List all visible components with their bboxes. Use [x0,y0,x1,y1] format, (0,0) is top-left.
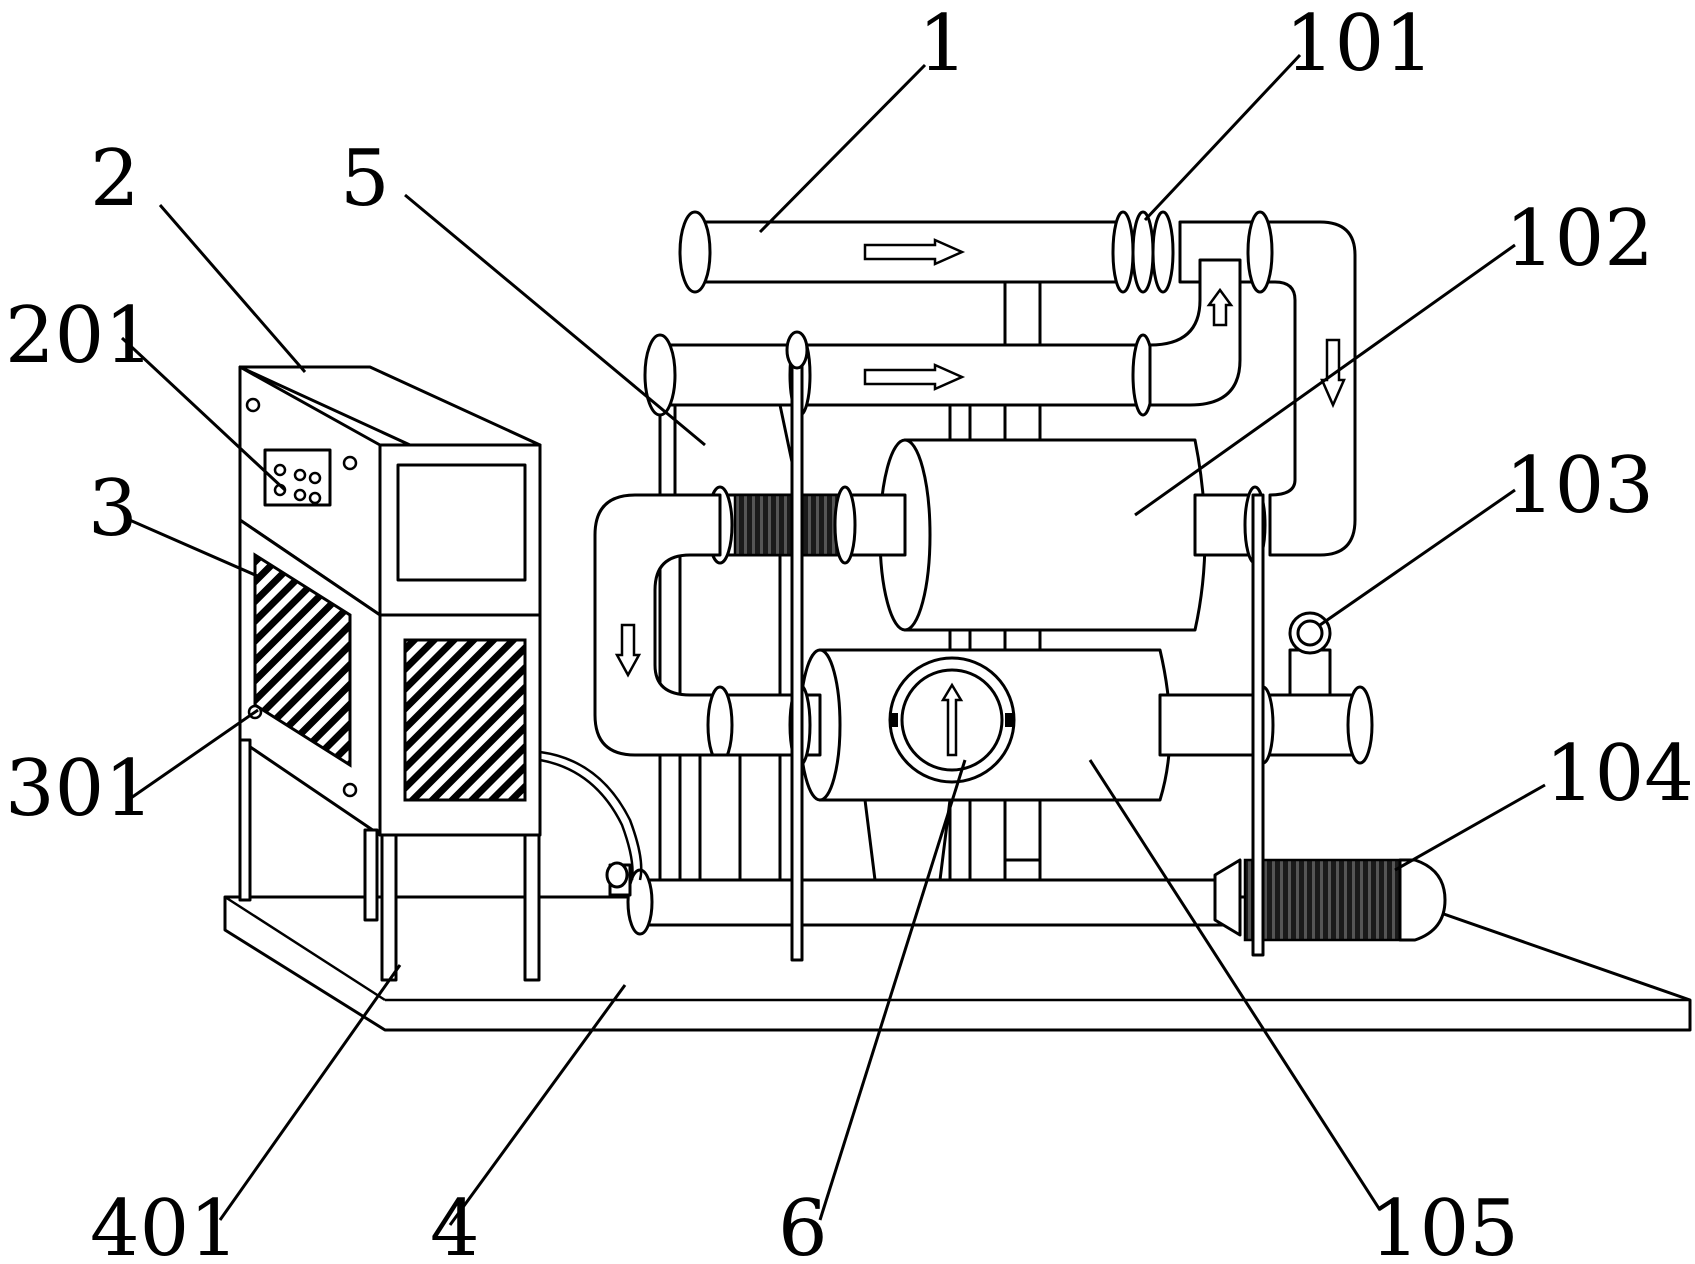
u-bend [593,493,722,757]
control-cabinet [238,365,643,982]
callout-4: 4 [430,1184,480,1264]
leader-lines [120,53,1546,1226]
callout-5: 5 [340,134,390,224]
callout-101: 101 [1285,0,1434,89]
callout-labels: 1 101 2 5 102 201 3 103 301 104 401 4 6 … [5,0,1694,1264]
callout-2: 2 [90,134,140,224]
callout-401: 401 [90,1184,239,1264]
callout-1: 1 [918,0,968,89]
pressure-gauge [1288,611,1332,697]
callout-105: 105 [1370,1184,1519,1264]
top-pipe [678,210,1357,557]
support-rods [785,330,1265,962]
callout-301: 301 [5,744,154,834]
pump-motor [1213,858,1447,942]
callout-103: 103 [1505,441,1654,531]
callout-201: 201 [5,291,154,381]
dial-gauge [888,656,1016,784]
callout-104: 104 [1545,729,1694,819]
callout-6: 6 [778,1184,828,1264]
callout-3: 3 [88,464,138,554]
callout-102: 102 [1505,194,1654,284]
